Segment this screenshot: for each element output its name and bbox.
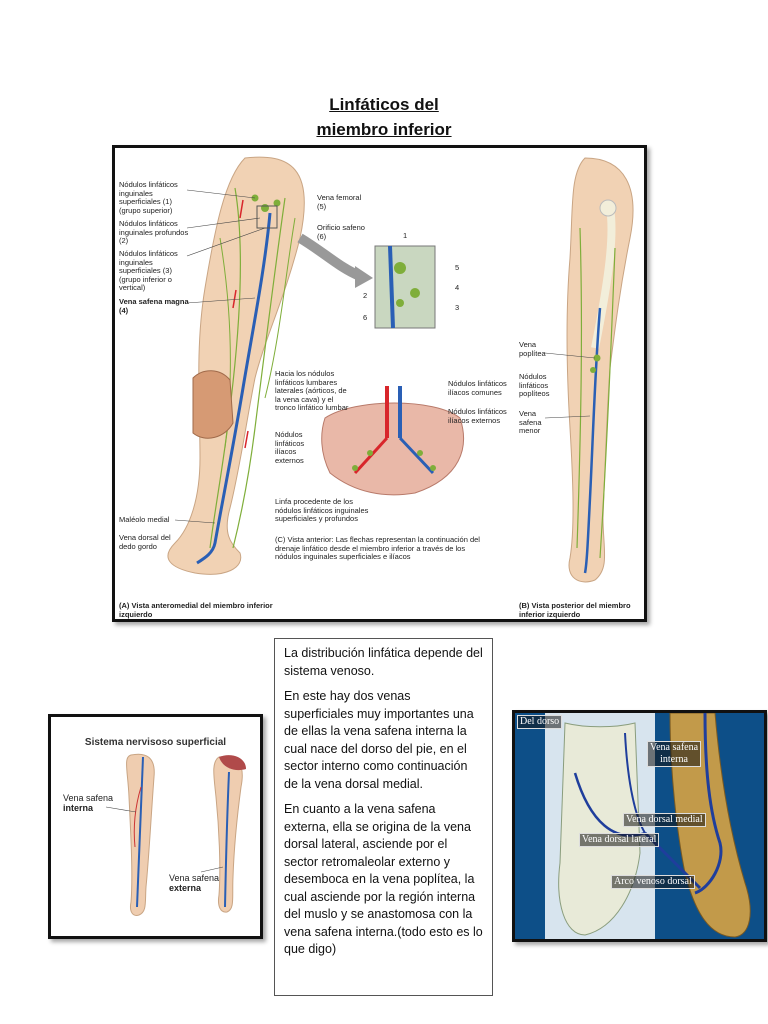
inset-node (396, 299, 404, 307)
label-vena-safena-menor: Vena safena menor (519, 409, 542, 435)
leader-line (544, 352, 596, 359)
label-nodulos-iliacos-externos-right: Nódulos linfáticos ilíacos externos (448, 407, 507, 425)
leg-front-vein-branch (133, 786, 142, 848)
label-vena-dorsal-dedo: Vena dorsal del dedo gordo (119, 533, 171, 551)
leader-line (544, 415, 591, 419)
label-vena-dorsal-medial: Vena dorsal medial (623, 813, 706, 827)
pelvis-shape (321, 402, 464, 496)
femur-head (599, 199, 617, 217)
paragraph-2: En este hay dos venas superficiales muy … (284, 689, 474, 791)
inguinal-node (261, 204, 269, 212)
iliac-right (398, 436, 435, 475)
arrow-red (244, 430, 249, 449)
popliteal-node (590, 367, 596, 373)
label-linfa-procedente: Linfa procedente de los nódulos linfátic… (275, 497, 369, 523)
leg-back-muscle (219, 755, 246, 771)
label-arco-venoso-dorsal: Arco venoso dorsal (611, 875, 695, 889)
leg-front-vein (136, 756, 144, 908)
label-vena-femoral: Vena femoral (5) (317, 193, 362, 211)
leg-back-vein (224, 771, 230, 908)
paragraph-3: En cuanto a la vena safena externa, ella… (284, 802, 483, 956)
label-nodulos-iliacos-comunes: Nódulos linfáticos ilíacos comunes (448, 379, 507, 397)
leader-line (186, 217, 261, 229)
hand-shape (192, 370, 234, 439)
page-title-line2: miembro inferior (316, 120, 452, 139)
inset-node (410, 288, 420, 298)
label-vena-safena-externa: Vena safena externa (169, 873, 219, 893)
label-vena-safena-magna: Vena safena magna (4) (119, 297, 189, 315)
left-leg-lymph-2 (232, 197, 286, 549)
iliac-node (352, 465, 358, 471)
inset-number-3: 3 (455, 303, 460, 312)
inset-node (394, 262, 406, 274)
inset-number-5: 5 (455, 263, 460, 272)
leader-line (186, 227, 266, 257)
left-leg-shape (167, 156, 305, 575)
label-vena-poplitea: Vena poplítea (519, 340, 546, 358)
iliac-node (417, 450, 423, 456)
left-leg-lymph-4 (264, 217, 296, 399)
lymphatic-figure: 1 2 3 4 5 6 Nódulos linfáticos inguinale… (112, 145, 647, 622)
dorso-title: Del dorso (517, 715, 563, 729)
inset-number-4: 4 (455, 283, 460, 292)
page-title-line1: Linfáticos del (329, 95, 439, 114)
left-leg-vein (196, 212, 272, 565)
dissection-vein (694, 713, 723, 895)
leader-line (174, 519, 216, 524)
leg-back-shape (213, 756, 243, 913)
paragraph-1: La distribución linfática depende del si… (284, 646, 483, 678)
inset-box (374, 245, 436, 329)
label-dorso-safena-line1: Vena safena (650, 742, 699, 753)
inguinal-node (273, 199, 281, 207)
popliteal-node (593, 354, 601, 362)
label-externa-line1: Vena safena (169, 873, 220, 883)
label-vista-anterior: (C) Vista anterior: Las flechas represen… (275, 535, 480, 561)
inset-vein (388, 245, 395, 329)
right-leg-lymph (576, 227, 583, 549)
pointer-arrow (297, 233, 362, 281)
label-externa-line2: externa (169, 883, 202, 893)
iliac-node (430, 465, 436, 471)
label-nodulos-iliacos-externos-left: Nódulos linfáticos ilíacos externos (275, 430, 305, 465)
arrow-red (232, 289, 237, 309)
caption-b: (B) Vista posterior del miembro inferior… (519, 601, 631, 619)
right-leg-lymph (599, 247, 616, 559)
label-nodulos-superficiales-1: Nódulos linfáticos inguinales superficia… (119, 180, 178, 215)
label-interna-line2: interna (63, 803, 94, 813)
label-maleolo-medial: Maléolo medial (119, 515, 170, 524)
inset-number-6: 6 (363, 313, 368, 322)
label-nodulos-profundos-2: Nódulos linfáticos inguinales profundos … (119, 219, 189, 245)
iliac-node (367, 450, 373, 456)
label-nodulos-superficiales-3: Nódulos linfáticos inguinales superficia… (119, 249, 178, 292)
pointer-arrowhead (355, 266, 373, 288)
page-title: Linfáticos del miembro inferior (0, 92, 768, 142)
label-orificio-safeno: Orificio safeno (6) (317, 223, 365, 241)
saphenous-box (256, 205, 278, 229)
leader-line (186, 189, 256, 199)
leader-line (200, 866, 224, 873)
label-interna-line1: Vena safena (63, 793, 114, 803)
leader-line (105, 806, 137, 813)
explanation-text-box: La distribución linfática depende del si… (274, 638, 493, 996)
caption-a: (A) Vista anteromedial del miembro infer… (119, 601, 273, 619)
label-vena-safena-interna: Vena safena interna (63, 793, 113, 813)
inset-number-2: 2 (363, 291, 368, 300)
sistema-figure: Sistema nervisoso superficial Vena safen… (48, 714, 263, 939)
sistema-illustration (105, 753, 246, 916)
label-vena-dorsal-lateral: Vena dorsal lateral (579, 833, 660, 847)
arrow-red (239, 199, 244, 219)
inset-number-1: 1 (403, 231, 408, 240)
dorso-figure: Del dorso Vena safena interna Vena dorsa… (512, 710, 767, 942)
right-leg-shape (566, 157, 634, 583)
lymphatic-illustration (167, 156, 634, 583)
label-hacia-nodulos: Hacia los nódulos linfáticos lumbares la… (275, 369, 349, 412)
sistema-title: Sistema nervisoso superficial (84, 737, 227, 748)
label-nodulos-popliteos: Nódulos linfáticos poplíteos (519, 372, 550, 398)
label-dorso-safena-line2: interna (660, 754, 688, 765)
label-dorso-safena-interna: Vena safena interna (647, 741, 702, 767)
leader-line (186, 297, 256, 304)
